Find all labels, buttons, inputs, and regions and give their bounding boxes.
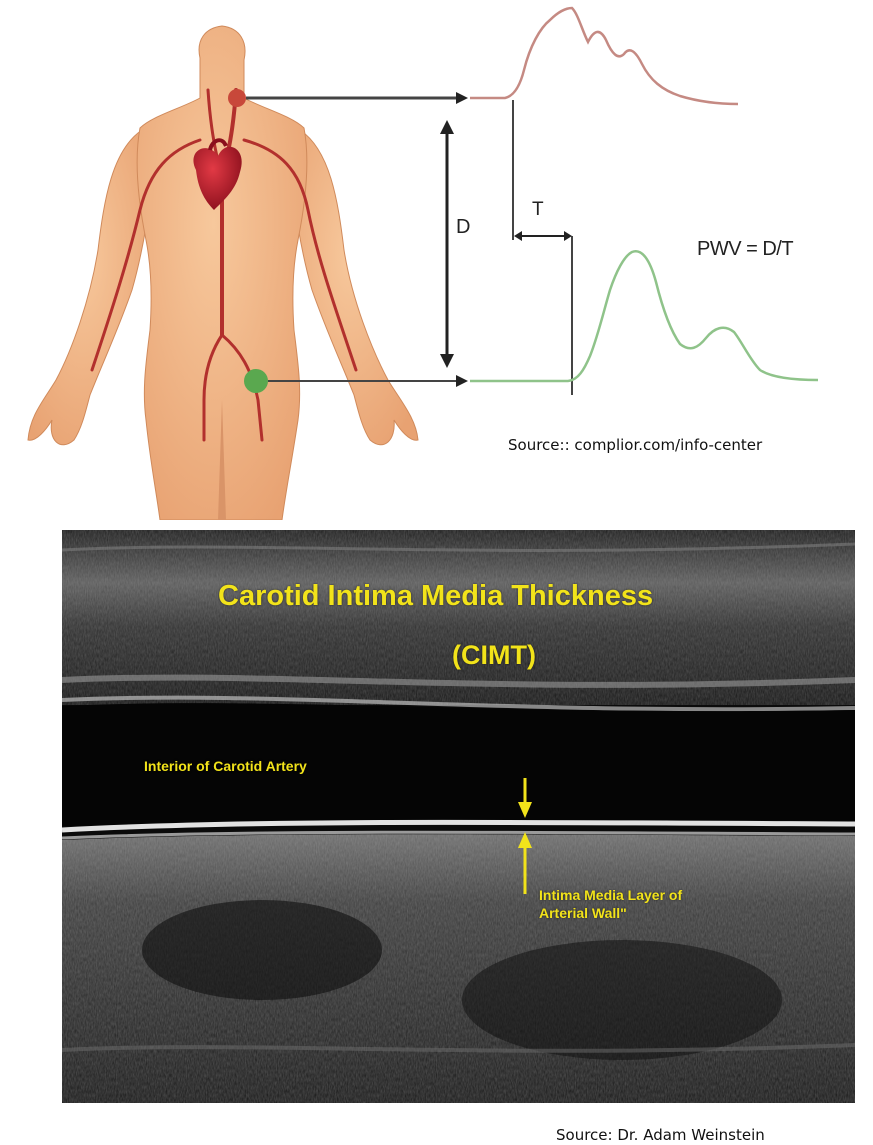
femoral-marker (244, 369, 268, 393)
pwv-diagram: D T PWV = D/T Source:: complior.com/info… (0, 0, 873, 520)
femoral-waveform (470, 251, 818, 381)
distance-label: D (456, 216, 470, 239)
distance-arrow (440, 120, 454, 368)
transit-time-label: T (532, 199, 544, 221)
ultrasound-texture (62, 530, 855, 1103)
pwv-source-caption: Source:: complior.com/info-center (508, 436, 762, 454)
carotid-waveform (470, 8, 738, 104)
transit-time-markers (513, 100, 572, 395)
carotid-interior-label: Interior of Carotid Artery (144, 758, 307, 774)
intima-media-layer (62, 822, 855, 830)
intima-media-label: Intima Media Layer of Arterial Wall" (539, 886, 682, 922)
carotid-connector (246, 92, 468, 104)
right-arm (294, 130, 418, 445)
ultrasound-source-caption: Source: Dr. Adam Weinstein (556, 1126, 765, 1144)
ultrasound-subtitle: (CIMT) (452, 640, 536, 671)
ultrasound-title: Carotid Intima Media Thickness (218, 580, 653, 613)
pwv-formula: PWV = D/T (697, 238, 793, 261)
carotid-ultrasound-image: Carotid Intima Media Thickness (CIMT) In… (62, 530, 855, 1103)
carotid-marker (228, 89, 246, 107)
left-arm (28, 130, 150, 445)
intima-media-label-line2: Arterial Wall" (539, 904, 682, 922)
intima-media-label-line1: Intima Media Layer of (539, 886, 682, 904)
